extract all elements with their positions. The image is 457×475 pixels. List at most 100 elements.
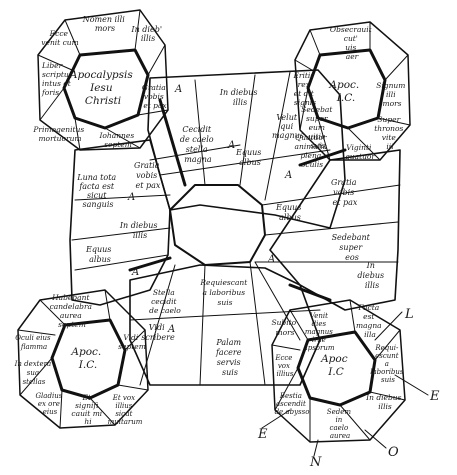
top-seg-0-a: In diebus <box>219 88 258 97</box>
svg-text:Gratia vobis et pa: Gratia vobis et pax <box>142 83 168 110</box>
svg-text:Apoc. I.C.: Apoc. I.C. <box>328 79 362 104</box>
left-seg-0-a: Luna tota <box>76 173 116 182</box>
br-seg-3-b: in <box>336 416 343 424</box>
letter-e-left: E <box>257 427 268 442</box>
tl-seg-3-a: Gratia <box>142 83 166 92</box>
bl-seg-6-a: Vidi <box>123 333 138 342</box>
svg-text:In diebus illis: In diebus illis <box>119 221 160 240</box>
letter-a-5: A <box>131 267 139 278</box>
bl-seg-4-c: eius <box>43 408 58 416</box>
arm-dividers <box>71 71 401 386</box>
tl-seg-6-a: Ecce <box>49 29 69 38</box>
bl-seg-5-c: sicut <box>115 410 132 418</box>
corner-bottom-left-line-1: Apoc. <box>70 346 101 358</box>
top-seg-1-d: magna <box>184 155 212 164</box>
tl-seg-2-b: scriptus <box>42 70 73 79</box>
svg-text:In dieb' illis: In dieb' illis <box>130 25 164 43</box>
bl-seg-5-a: Et vox <box>112 394 135 402</box>
br-seg-4-c: de abysso <box>275 408 310 416</box>
svg-text:Sedebant super eos: Sedebant super eos <box>332 233 373 262</box>
br-seg-0-c: magna <box>356 321 382 330</box>
tr-seg-2-d: iii <box>386 142 394 151</box>
tl-seg-0-b: mors <box>95 24 115 33</box>
arm-right: Velut qui magnus Sedebant super eos Grat… <box>272 113 386 290</box>
svg-text:Vidi septem: Vidi septem <box>118 333 146 351</box>
arm-heavy-lines <box>128 98 347 302</box>
br-seg-5-b: vox <box>278 362 290 370</box>
svg-text:Requi- escunt a: Requi- escunt a laboribus suis <box>370 344 406 384</box>
svg-text:Liber scriptus int: Liber scriptus intus et foris <box>41 61 75 97</box>
svg-text:Velut qui magnus: Velut qui magnus <box>272 113 304 140</box>
letter-a-1: A <box>174 84 182 95</box>
svg-text:Equus albus: Equus albus <box>275 203 304 222</box>
letter-a-4: A <box>127 192 135 203</box>
right-seg-3-b: albus <box>279 213 301 222</box>
svg-text:Sedebat super eum: Sedebat super eum uitia suis <box>301 105 335 150</box>
letter-o: O <box>388 445 399 460</box>
right-seg-2-c: et pax <box>333 198 358 207</box>
br-seg-6-e: ipsorum <box>305 344 334 352</box>
right-seg-0-a: Velut <box>276 113 297 122</box>
top-seg-2-b: albus <box>239 158 261 167</box>
svg-text:Cecidit de caelo s: Cecidit de caelo stella magna <box>180 125 216 164</box>
bl-seg-0-d: septem <box>58 320 86 329</box>
corner-bottom-right-line-1: Apoc <box>320 353 348 365</box>
svg-text:In diebus illis: In diebus illis <box>219 88 260 107</box>
br-seg-0-b: est <box>363 312 375 321</box>
tl-seg-2-c: intus et <box>42 79 72 88</box>
tr-seg-3-a: Viginti <box>346 143 372 152</box>
br-seg-5-a: Ecce <box>274 354 292 362</box>
corner-top-right-line-2: I.C. <box>336 92 355 104</box>
tl-seg-6-b: venit cum <box>41 38 78 47</box>
svg-text:Et vox illius sicu: Et vox illius sicut multarum <box>108 394 143 426</box>
top-seg-3-e: suis <box>311 141 326 150</box>
svg-text:Apocalypsis Iesu C: Apocalypsis Iesu Christi <box>69 69 136 107</box>
right-seg-1-b: super <box>339 243 363 252</box>
left-seg-3-c: et pax <box>136 181 161 190</box>
svg-text:Apoc. I.C.: Apoc. I.C. <box>70 346 104 371</box>
br-seg-1-b: escunt <box>375 352 399 360</box>
letter-a-3: A <box>284 170 292 181</box>
top-seg-3-a: Sedebat <box>301 105 333 114</box>
bottom-seg-4-b: scribere <box>141 333 175 342</box>
letter-a-2: A <box>227 140 235 151</box>
central-octagon <box>169 184 266 266</box>
br-seg-1-d: laboribus <box>370 368 404 376</box>
bottom-seg-1-b: a laboribus <box>203 288 246 297</box>
bottom-seg-2-d: suis <box>222 368 238 377</box>
tl-seg-1-a: In dieb' <box>130 25 162 34</box>
left-seg-0-d: sanguis <box>83 200 114 209</box>
top-seg-3-d: uitia <box>308 132 325 141</box>
right-seg-2-a: Gratia <box>331 178 357 187</box>
top-seg-1-b: de caelo <box>180 135 214 144</box>
svg-text:Vidi scribere: Vidi scribere <box>141 323 175 342</box>
svg-text:In diebus illis: In diebus illis <box>357 261 386 290</box>
bottom-seg-0-b: cecidit <box>151 297 177 306</box>
pointer-lines <box>261 311 429 457</box>
right-seg-1-a: Sedebant <box>332 233 371 242</box>
bl-seg-1-b: flamma <box>20 343 47 351</box>
top-seg-1-a: Cecidit <box>182 125 212 134</box>
svg-text:In diebus illis: In diebus illis <box>365 393 404 411</box>
svg-text:Obsecrauit cut' ui: Obsecrauit cut' uis aer <box>330 25 374 61</box>
tr-seg-1-a: Signum <box>376 81 405 90</box>
top-seg-1-c: stella <box>186 145 208 154</box>
tl-seg-1-b: illis <box>141 34 155 43</box>
letter-n: N <box>309 455 322 470</box>
corner-bottom-left: Apoc. I.C. Habebant candelabra aurea sep… <box>14 289 149 429</box>
br-seg-6-b: dies <box>312 320 327 328</box>
tr-seg-5-a: Quatuor <box>295 133 327 142</box>
bottom-seg-3-a: Subito <box>271 318 296 327</box>
svg-text:Eritis rex et dit: Eritis rex et dit signis <box>292 71 316 107</box>
tl-seg-0-a: Nomen illi <box>82 15 126 24</box>
br-seg-6-d: irae <box>312 336 326 344</box>
svg-text:Palam facere servi: Palam facere servis suis <box>215 338 244 377</box>
svg-text:Super thronos vite: Super thronos vite iii <box>374 115 406 151</box>
svg-text:In dextera sua ste: In dextera sua stellas <box>14 360 54 386</box>
svg-text:Venit dies magnus: Venit dies magnus irae ipsorum <box>305 312 335 352</box>
right-seg-1-c: eos <box>345 253 359 262</box>
tr-seg-4-c: et dit <box>294 89 315 98</box>
br-seg-5-c: illius <box>276 370 293 378</box>
corner-top-right-line-1: Apoc. <box>328 79 359 91</box>
